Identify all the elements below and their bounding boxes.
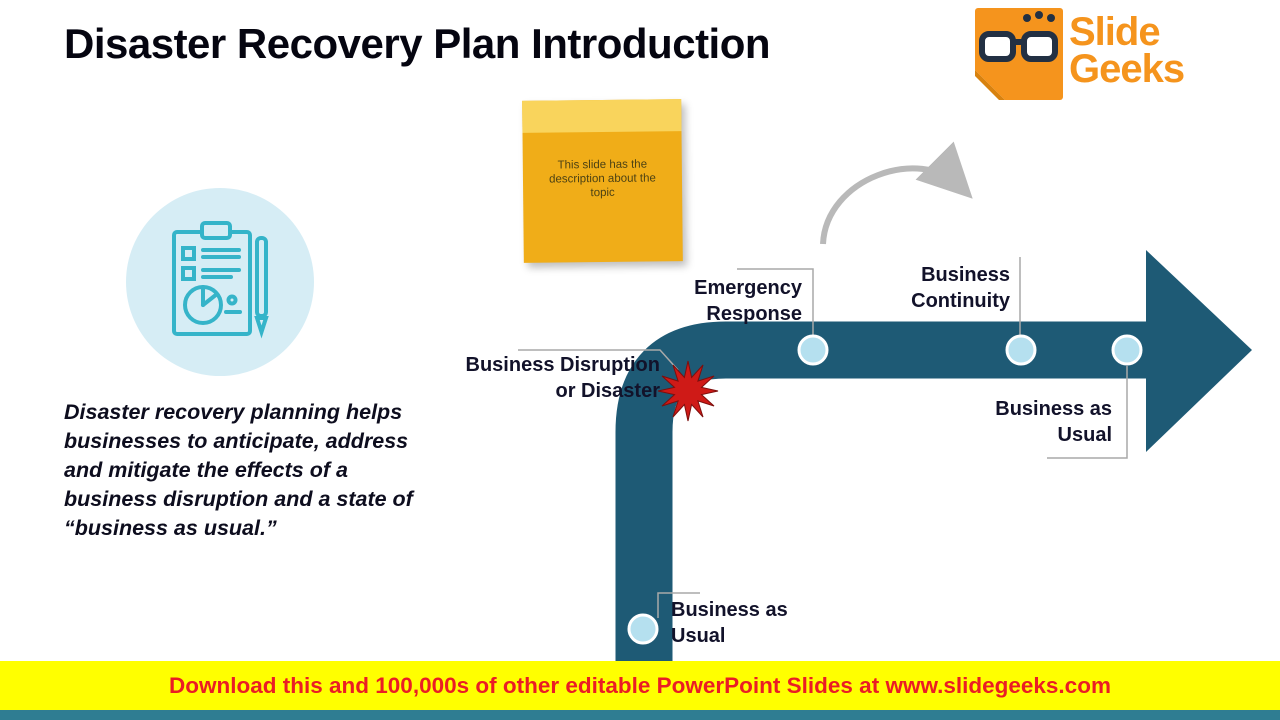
stage-label-line: Usual	[1057, 424, 1112, 446]
stage-label-line: Business	[921, 264, 1010, 286]
document-checklist-icon	[172, 221, 269, 339]
download-banner-text[interactable]: Download this and 100,000s of other edit…	[169, 672, 1111, 698]
bottom-strip	[0, 710, 1280, 720]
glasses-icon	[975, 11, 1058, 100]
logo-word-slide: Slide	[1069, 10, 1161, 54]
marker-end	[1111, 334, 1143, 366]
stage-label-continuity: Business Continuity	[848, 262, 1010, 314]
road-arrowhead	[1146, 250, 1252, 452]
logo-mark	[975, 8, 1063, 100]
marker-emergency	[797, 334, 829, 366]
stage-label-line: Emergency	[694, 277, 802, 299]
slide-title: Disaster Recovery Plan Introduction	[64, 20, 771, 67]
stage-label-line: Continuity	[911, 290, 1010, 312]
stage-label-end: Business as Usual	[950, 396, 1112, 448]
stage-label-start: Business as Usual	[671, 597, 841, 649]
slidegeeks-logo[interactable]: Slide Geeks	[975, 8, 1185, 100]
stage-label-line: Business as	[671, 599, 788, 621]
stage-label-emergency: Emergency Response	[598, 275, 802, 327]
slide-description: Disaster recovery planning helps busines…	[64, 400, 413, 540]
leader-disruption	[518, 349, 679, 371]
stage-label-line: Usual	[671, 625, 726, 647]
download-banner[interactable]: Download this and 100,000s of other edit…	[0, 661, 1280, 710]
leader-emergency	[737, 268, 814, 335]
stage-label-disruption: Business Disruption or Disaster	[445, 352, 660, 404]
road-path	[615, 321, 1152, 662]
marker-continuity	[1005, 334, 1037, 366]
plan-icon-circle	[126, 188, 314, 376]
starburst-icon	[657, 360, 719, 422]
stage-label-line: Response	[706, 303, 802, 325]
stage-label-line: or Disaster	[555, 380, 661, 402]
stage-label-line: Business as	[995, 398, 1112, 420]
leader-end	[1047, 366, 1128, 459]
logo-word-geeks: Geeks	[1069, 47, 1185, 91]
leader-start	[657, 592, 700, 618]
stage-label-line: Business Disruption	[465, 354, 660, 376]
logo-wordmark: Slide Geeks	[1069, 10, 1185, 91]
swoosh-arrow-icon	[820, 141, 973, 245]
marker-start	[627, 613, 659, 645]
